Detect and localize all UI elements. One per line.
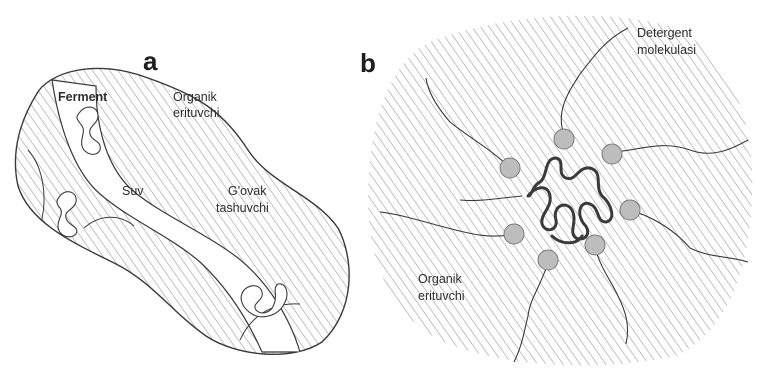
label-detergent-line1: Detergent [637,26,692,40]
detergent-head [620,200,640,220]
detergent-head [585,235,605,255]
label-ferment: Ferment [58,90,108,104]
label-porous-carrier-line1: G'ovak [228,184,267,198]
panel-b: b Detergent molekulasi Organik [360,16,752,366]
label-organic-solvent-b-line1: Organik [418,272,463,286]
organic-solvent-droplet [368,16,752,366]
panel-a: a Ferment Organik erituvchi Suv G'ovak t… [15,46,349,354]
panel-b-letter: b [360,48,376,78]
panel-a-letter: a [143,46,158,76]
detergent-head [504,224,524,244]
detergent-head [538,250,558,270]
detergent-head [500,158,520,178]
label-organic-solvent-a-line1: Organik [173,90,218,104]
detergent-head [602,144,622,164]
label-porous-carrier-line2: tashuvchi [216,201,269,215]
detergent-head [554,129,574,149]
label-organic-solvent-a-line2: erituvchi [173,106,220,120]
label-detergent-line2: molekulasi [637,43,696,57]
label-organic-solvent-b-line2: erituvchi [418,289,465,303]
label-water: Suv [122,184,144,198]
